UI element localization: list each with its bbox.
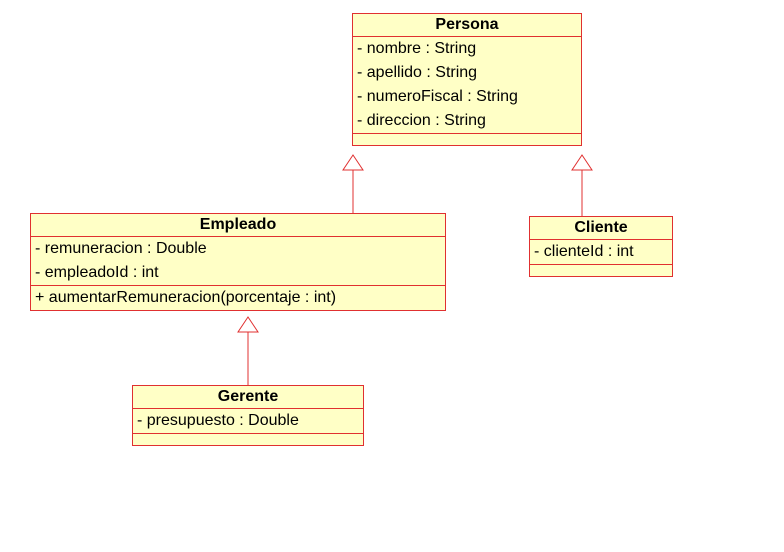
attribute-numero-fiscal: - numeroFiscal : String <box>357 88 518 105</box>
attribute-cliente-id: - clienteId : int <box>534 243 634 260</box>
class-empleado-operations: + aumentarRemuneracion(porcentaje : int) <box>31 286 445 310</box>
class-gerente-operations <box>133 434 363 445</box>
class-empleado[interactable]: Empleado - remuneracion : Double - emple… <box>30 213 446 311</box>
class-persona[interactable]: Persona - nombre : String - apellido : S… <box>352 13 582 146</box>
attribute-remuneracion: - remuneracion : Double <box>35 240 207 257</box>
generalization-arrow-gerente-empleado <box>237 316 259 333</box>
generalization-arrow-empleado-persona <box>342 154 364 171</box>
attribute-apellido: - apellido : String <box>357 64 478 81</box>
class-empleado-attributes: - remuneracion : Double - empleadoId : i… <box>31 237 445 286</box>
class-persona-operations <box>353 134 581 145</box>
class-cliente-operations <box>530 265 672 276</box>
class-cliente-attributes: - clienteId : int <box>530 240 672 265</box>
class-persona-attributes: - nombre : String - apellido : String - … <box>353 37 581 134</box>
class-empleado-name: Empleado <box>31 214 445 237</box>
class-cliente-name: Cliente <box>530 217 672 240</box>
class-cliente[interactable]: Cliente - clienteId : int <box>529 216 673 277</box>
attribute-nombre: - nombre : String <box>357 40 477 57</box>
class-gerente-attributes: - presupuesto : Double <box>133 409 363 434</box>
attribute-empleado-id: - empleadoId : int <box>35 264 159 281</box>
attribute-direccion: - direccion : String <box>357 112 486 129</box>
class-gerente[interactable]: Gerente - presupuesto : Double <box>132 385 364 446</box>
generalization-arrow-cliente-persona <box>571 154 593 171</box>
operation-aumentar-remuneracion: + aumentarRemuneracion(porcentaje : int) <box>35 289 337 306</box>
class-gerente-name: Gerente <box>133 386 363 409</box>
class-persona-name: Persona <box>353 14 581 37</box>
attribute-presupuesto: - presupuesto : Double <box>137 412 299 429</box>
